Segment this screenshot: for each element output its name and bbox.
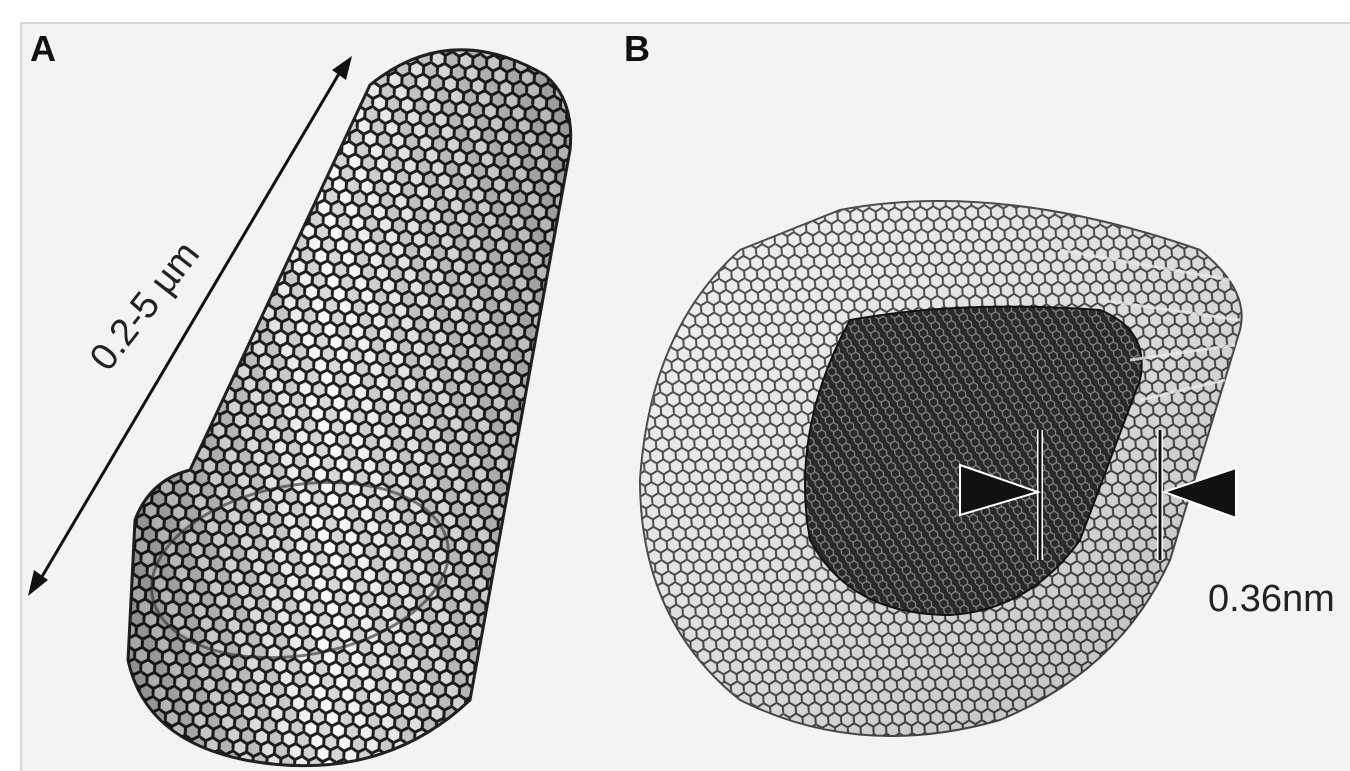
nanotube-a: [128, 50, 571, 766]
panel-label-a: A: [30, 28, 56, 70]
panel-label-b: B: [624, 28, 650, 70]
spacing-annotation: 0.36nm: [1208, 578, 1335, 621]
nanotube-b: [640, 201, 1242, 736]
